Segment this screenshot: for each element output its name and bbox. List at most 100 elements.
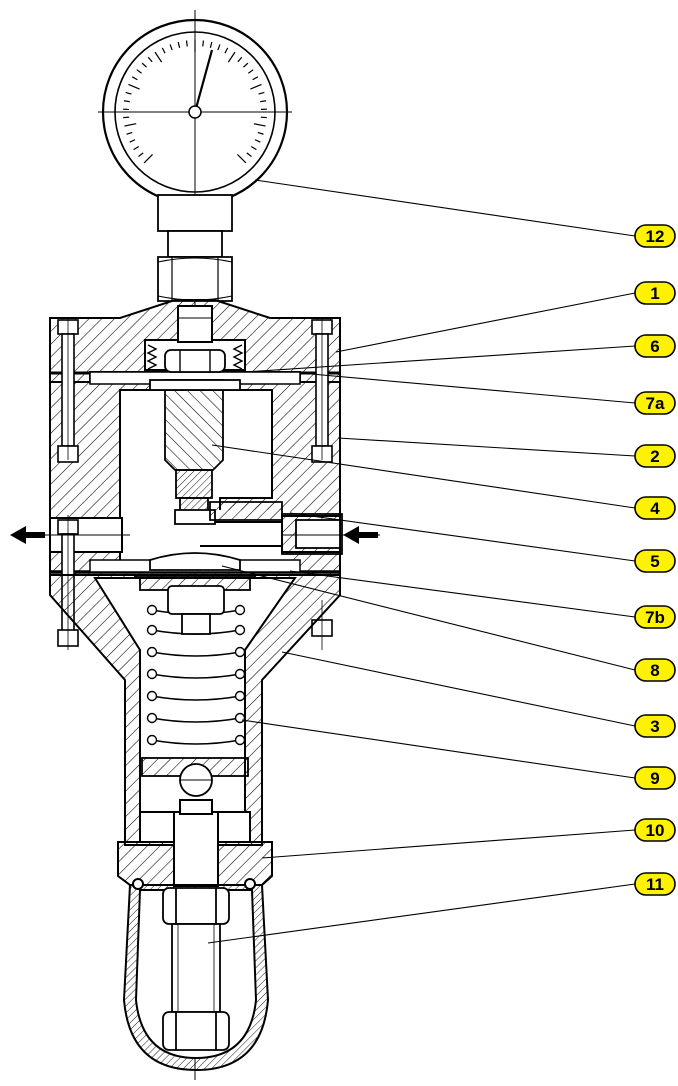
callout-label: 1: [650, 284, 659, 303]
callout-7a: 7a: [634, 391, 676, 415]
valve-seat: [209, 501, 343, 555]
gauge-tick: [125, 91, 132, 95]
callout-label: 7a: [646, 394, 665, 413]
gauge-tick: [252, 76, 259, 81]
gauge-tick: [124, 123, 137, 127]
gauge-tick: [257, 131, 264, 135]
callout-8: 8: [634, 658, 676, 682]
leader-line-2: [337, 437, 636, 457]
leader-line-11: [207, 883, 636, 944]
gauge-tick: [143, 154, 153, 164]
adjusting-screw: [162, 887, 230, 1051]
callout-badge: [634, 334, 676, 358]
gauge-tick: [123, 100, 130, 103]
callout-12: 12: [634, 224, 676, 248]
callout-9: 9: [634, 766, 676, 790]
callout-badge: [634, 496, 676, 520]
spring-wire-section: [234, 690, 246, 702]
spring-coil: [151, 651, 241, 657]
gauge-tick: [237, 154, 247, 164]
spring-wire-section: [146, 734, 158, 746]
leader-line-6: [244, 345, 636, 373]
callout-label: 10: [646, 821, 665, 840]
gauge-tick: [253, 123, 266, 127]
leader-line-8: [221, 565, 636, 671]
gauge-tick: [237, 56, 243, 63]
leader-line-4: [211, 444, 636, 509]
callout-label: 12: [646, 227, 665, 246]
spring-wire-section: [146, 646, 158, 658]
spring-wire-section: [146, 668, 158, 680]
callout-7b: 7b: [634, 605, 676, 629]
adjusting-nut: [117, 799, 273, 887]
gauge-tick: [128, 83, 140, 90]
callout-badge: [634, 658, 676, 682]
gauge-tick: [250, 145, 257, 151]
gauge-tick: [161, 47, 166, 54]
spring-wire-section: [234, 668, 246, 680]
gauge-tick: [209, 41, 213, 48]
callout-badge: [634, 818, 676, 842]
spring-plates: [139, 577, 251, 797]
callout-label: 7b: [645, 608, 665, 627]
callout-label: 4: [650, 499, 660, 518]
leader-line-3: [281, 651, 636, 727]
callout-labels: 12 1 6 7a 2 4 5 7b 8 3 9 10 11: [634, 224, 676, 896]
gauge-tick: [224, 47, 229, 54]
callout-2: 2: [634, 444, 676, 468]
callout-label: 9: [650, 769, 659, 788]
upper-spring: [146, 344, 244, 373]
gauge-tick: [169, 44, 173, 51]
leader-line-10: [261, 829, 636, 859]
spring-wire-section: [234, 712, 246, 724]
callout-badge: [634, 444, 676, 468]
spring-coil: [151, 695, 241, 701]
spring-wire-section: [146, 690, 158, 702]
callout-badge: [634, 605, 676, 629]
gauge-tick: [141, 62, 147, 68]
gauge-tick: [258, 91, 265, 95]
gauge-tick: [185, 40, 188, 47]
leader-line-7a: [299, 372, 636, 404]
gauge-tick: [136, 69, 142, 74]
callout-3: 3: [634, 714, 676, 738]
arrow-left-icon: [10, 526, 45, 544]
callout-4: 4: [634, 496, 676, 520]
adjusting-spring: [146, 604, 246, 746]
gauge-needle: [193, 49, 214, 113]
gauge-tick: [250, 83, 262, 90]
gauge-tick: [248, 69, 254, 74]
gauge-tick: [246, 152, 252, 158]
gauge-tick: [254, 139, 261, 143]
gauge-tick: [243, 62, 249, 68]
callout-5: 5: [634, 549, 676, 573]
callout-badge: [634, 872, 676, 896]
callout-6: 6: [634, 334, 676, 358]
spring-coil: [151, 673, 241, 679]
gauge-tick: [227, 51, 236, 63]
callout-label: 5: [650, 552, 659, 571]
leader-line-9: [241, 719, 636, 779]
callout-1: 1: [634, 281, 676, 305]
leader-line-1: [335, 292, 636, 353]
spring-wire-section: [234, 734, 246, 746]
gauge-tick: [177, 41, 181, 48]
callout-10: 10: [634, 818, 676, 842]
callout-label: 11: [646, 875, 664, 894]
gauge-tick: [154, 51, 163, 63]
spring-coil: [151, 717, 241, 723]
callout-label: 3: [650, 717, 659, 736]
spring-wire-section: [234, 624, 246, 636]
spring-wire-section: [146, 604, 158, 616]
spring-wire-section: [146, 624, 158, 636]
callout-label: 8: [650, 661, 659, 680]
gauge-tick: [217, 44, 221, 51]
leader-line-7b: [289, 570, 636, 618]
callout-badge: [634, 766, 676, 790]
callout-badge: [634, 281, 676, 305]
gauge-tick: [131, 76, 138, 81]
leader-line-12: [254, 179, 636, 237]
spring-wire-section: [234, 604, 246, 616]
gauge-tick: [138, 152, 144, 158]
